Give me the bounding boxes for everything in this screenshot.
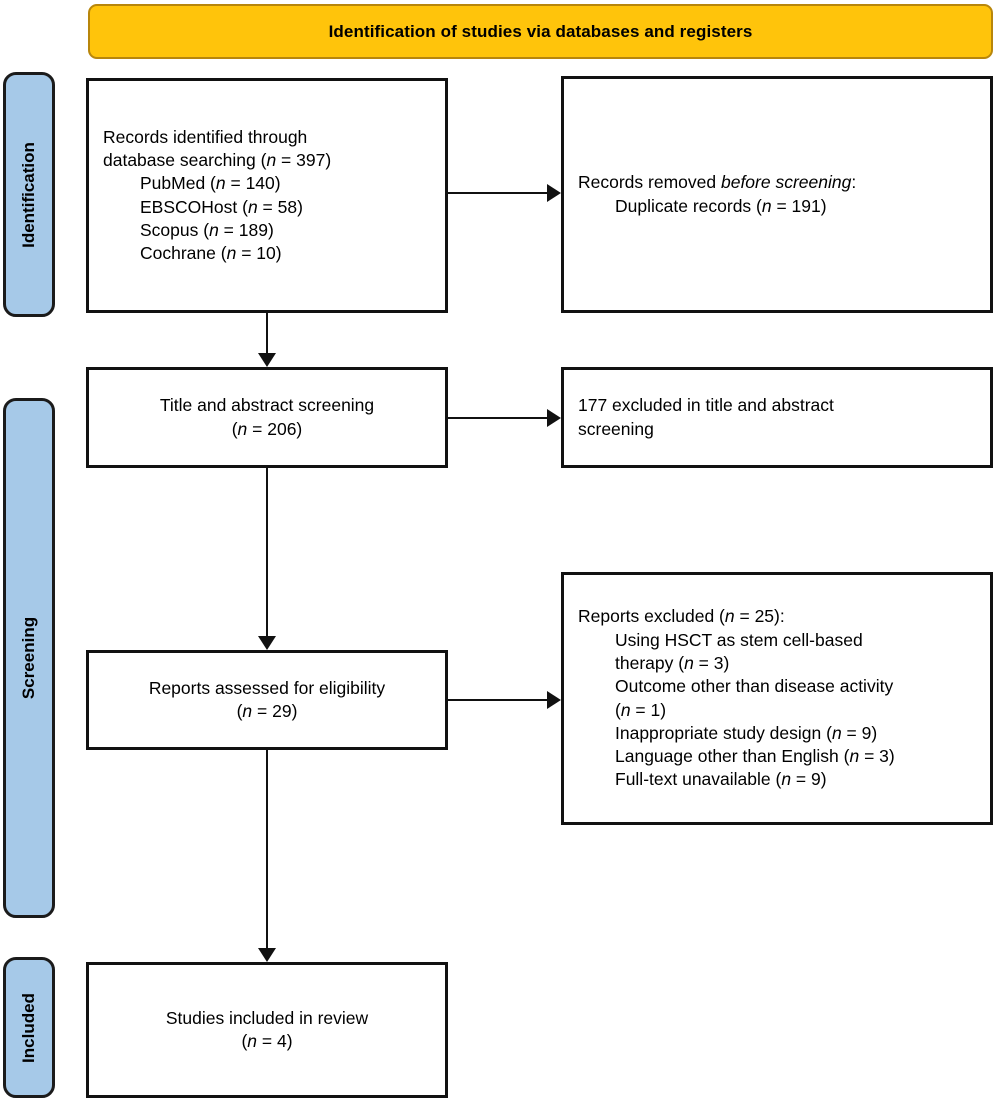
records-identified-heading-line2: database searching (n = 397): [103, 149, 332, 170]
connector-identified-to-removed-line: [448, 192, 549, 194]
connector-eligibility-to-excluded-line: [448, 699, 549, 701]
excluded-ta-line2: screening: [578, 418, 654, 439]
box-records-identified: Records identified through database sear…: [86, 78, 448, 313]
connector-eligibility-to-excluded-arrow-icon: [547, 691, 561, 709]
reports-excluded-heading: Reports excluded (n = 25):: [578, 606, 785, 627]
connector-screening-to-eligibility-line: [266, 468, 268, 636]
source-item-pubmed: PubMed (n = 140): [140, 173, 281, 194]
exclusion-reason-study-design: Inappropriate study design (n = 9): [615, 722, 878, 743]
stage-banner-identification: Identification of studies via databases …: [88, 4, 993, 59]
connector-identified-to-screening-line: [266, 313, 268, 355]
connector-eligibility-to-included-line: [266, 750, 268, 948]
included-line2: (n = 4): [241, 1031, 293, 1051]
eligibility-line1: Reports assessed for eligibility: [148, 677, 386, 698]
eligibility-line2: (n = 29): [236, 701, 298, 721]
connector-screening-to-excluded-arrow-icon: [547, 409, 561, 427]
exclusion-reason-outcome: Outcome other than disease activity(n = …: [615, 676, 894, 720]
stage-label-included: Included: [3, 957, 55, 1098]
banner-title: Identification of studies via databases …: [328, 21, 753, 41]
source-item-cochrane: Cochrane (n = 10): [140, 243, 282, 264]
title-screening-line2: (n = 206): [231, 418, 303, 439]
exclusion-reason-language: Language other than English (n = 3): [615, 746, 895, 767]
stage-label-identification: Identification: [3, 72, 55, 317]
stage-label-identification-text: Identification: [19, 141, 38, 248]
source-item-ebscohost: EBSCOHost (n = 58): [140, 196, 303, 217]
records-removed-line2: Duplicate records (n = 191): [615, 195, 827, 216]
box-reports-assessed-eligibility: Reports assessed for eligibility (n = 29…: [86, 650, 448, 750]
exclusion-reason-fulltext: Full-text unavailable (n = 9): [615, 769, 827, 790]
connector-identified-to-screening-arrow-icon: [258, 353, 276, 367]
connector-screening-to-excluded-line: [448, 417, 549, 419]
stage-label-screening: Screening: [3, 398, 55, 918]
stage-label-screening-text: Screening: [19, 616, 39, 700]
box-records-removed: Records removed before screening: Duplic…: [561, 76, 993, 313]
stage-label-included-text: Included: [19, 992, 38, 1063]
title-screening-line1: Title and abstract screening: [159, 395, 375, 416]
connector-screening-to-eligibility-arrow-icon: [258, 636, 276, 650]
connector-eligibility-to-included-arrow-icon: [258, 948, 276, 962]
included-line1: Studies included in review: [165, 1007, 369, 1028]
connector-identified-to-removed-arrow-icon: [547, 184, 561, 202]
box-title-abstract-screening: Title and abstract screening (n = 206): [86, 367, 448, 468]
box-studies-included: Studies included in review (n = 4): [86, 962, 448, 1098]
source-item-scopus: Scopus (n = 189): [140, 219, 274, 240]
box-excluded-title-abstract: 177 excluded in title and abstract scree…: [561, 367, 993, 468]
excluded-ta-line1: 177 excluded in title and abstract: [578, 395, 834, 416]
records-removed-line1: Records removed before screening:: [578, 172, 857, 193]
box-reports-excluded: Reports excluded (n = 25): Using HSCT as…: [561, 572, 993, 825]
records-identified-heading-line1: Records identified through: [103, 126, 308, 147]
